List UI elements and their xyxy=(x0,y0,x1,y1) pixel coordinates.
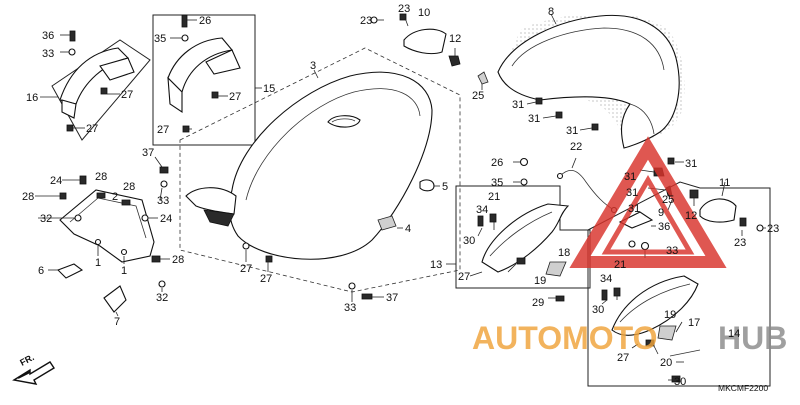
callout-12: 12 xyxy=(449,33,461,45)
watermark-text-right: HUB xyxy=(718,320,787,356)
callout-labels: 36 33 16 27 27 26 35 15 27 27 3 23 23 10… xyxy=(18,3,779,393)
callout-23: 23 xyxy=(734,237,746,249)
callout-27: 27 xyxy=(229,91,241,103)
callout-35: 35 xyxy=(154,33,166,45)
callout-27: 27 xyxy=(458,271,470,283)
callout-25: 25 xyxy=(662,194,674,206)
callout-7: 7 xyxy=(114,316,120,328)
passenger-seat-backrest xyxy=(477,13,685,165)
callout-31: 31 xyxy=(628,203,640,215)
callout-17: 17 xyxy=(688,317,700,329)
callout-29: 29 xyxy=(532,297,544,309)
callout-28: 28 xyxy=(172,254,184,266)
callout-35: 35 xyxy=(491,177,503,189)
callout-37: 37 xyxy=(142,147,154,159)
callout-33: 33 xyxy=(42,48,54,60)
callout-9: 9 xyxy=(658,207,664,219)
callout-13: 13 xyxy=(430,259,442,271)
callout-26: 26 xyxy=(199,15,211,27)
callout-32: 32 xyxy=(156,292,168,304)
callout-34: 34 xyxy=(476,204,488,216)
callout-3: 3 xyxy=(310,60,316,72)
callout-22: 22 xyxy=(570,141,582,153)
callout-16: 16 xyxy=(26,92,38,104)
callout-1: 1 xyxy=(95,257,101,269)
grab-rail-left-group xyxy=(40,30,151,141)
callout-23: 23 xyxy=(360,15,372,27)
watermark-logo: AUTOMOTO HUB xyxy=(472,136,787,356)
callout-30: 30 xyxy=(674,376,686,388)
callout-23: 23 xyxy=(398,3,410,15)
grab-rail-right-group xyxy=(152,14,262,146)
callout-19: 19 xyxy=(664,309,676,321)
callout-5: 5 xyxy=(442,181,448,193)
callout-34: 34 xyxy=(600,273,612,285)
callout-8: 8 xyxy=(548,6,554,18)
callout-21: 21 xyxy=(614,259,626,271)
callout-30: 30 xyxy=(592,304,604,316)
callout-28: 28 xyxy=(123,181,135,193)
callout-11: 11 xyxy=(719,177,730,189)
callout-12: 12 xyxy=(685,210,697,222)
callout-21: 21 xyxy=(488,191,500,203)
callout-1: 1 xyxy=(121,265,127,277)
callout-32: 32 xyxy=(40,213,52,225)
watermark-text-left: AUTOMOTO xyxy=(472,320,657,356)
callout-31: 31 xyxy=(512,99,524,111)
callout-18: 18 xyxy=(558,247,570,259)
diagram-code: MKCMF2200 xyxy=(718,383,768,393)
grab-handle-boxes xyxy=(446,157,618,302)
callout-24: 24 xyxy=(50,175,62,187)
callout-20: 20 xyxy=(660,357,672,369)
callout-23: 23 xyxy=(767,223,779,235)
seat-bracket-assembly xyxy=(35,175,170,317)
front-arrow-label: FR. xyxy=(18,352,35,368)
callout-30: 30 xyxy=(463,235,475,247)
callout-37: 37 xyxy=(386,292,398,304)
small-cover-10 xyxy=(370,13,461,67)
callout-33: 33 xyxy=(157,195,169,207)
callout-33: 33 xyxy=(344,302,356,314)
callout-14: 14 xyxy=(728,328,740,340)
callout-24: 24 xyxy=(160,213,172,225)
callout-27: 27 xyxy=(617,352,629,364)
callout-36: 36 xyxy=(658,221,670,233)
callout-27: 27 xyxy=(240,263,252,275)
callout-36: 36 xyxy=(42,30,54,42)
callout-28: 28 xyxy=(95,171,107,183)
callout-27: 27 xyxy=(260,273,272,285)
callout-31: 31 xyxy=(566,125,578,137)
callout-6: 6 xyxy=(38,265,44,277)
front-direction-arrow xyxy=(12,361,55,385)
callout-15: 15 xyxy=(263,83,275,95)
callout-27: 27 xyxy=(121,89,133,101)
callout-4: 4 xyxy=(405,223,411,235)
callout-28: 28 xyxy=(22,191,34,203)
callout-33: 33 xyxy=(666,245,678,257)
callout-27: 27 xyxy=(157,124,169,136)
callout-31: 31 xyxy=(685,158,697,170)
callout-25: 25 xyxy=(472,90,484,102)
callout-26: 26 xyxy=(491,157,503,169)
callout-31: 31 xyxy=(626,187,638,199)
main-seat xyxy=(154,47,461,302)
callout-19: 19 xyxy=(534,275,546,287)
callout-31: 31 xyxy=(528,113,540,125)
callout-10: 10 xyxy=(418,7,430,19)
callout-31: 31 xyxy=(624,171,636,183)
callout-2: 2 xyxy=(112,191,118,203)
callout-27: 27 xyxy=(86,123,98,135)
